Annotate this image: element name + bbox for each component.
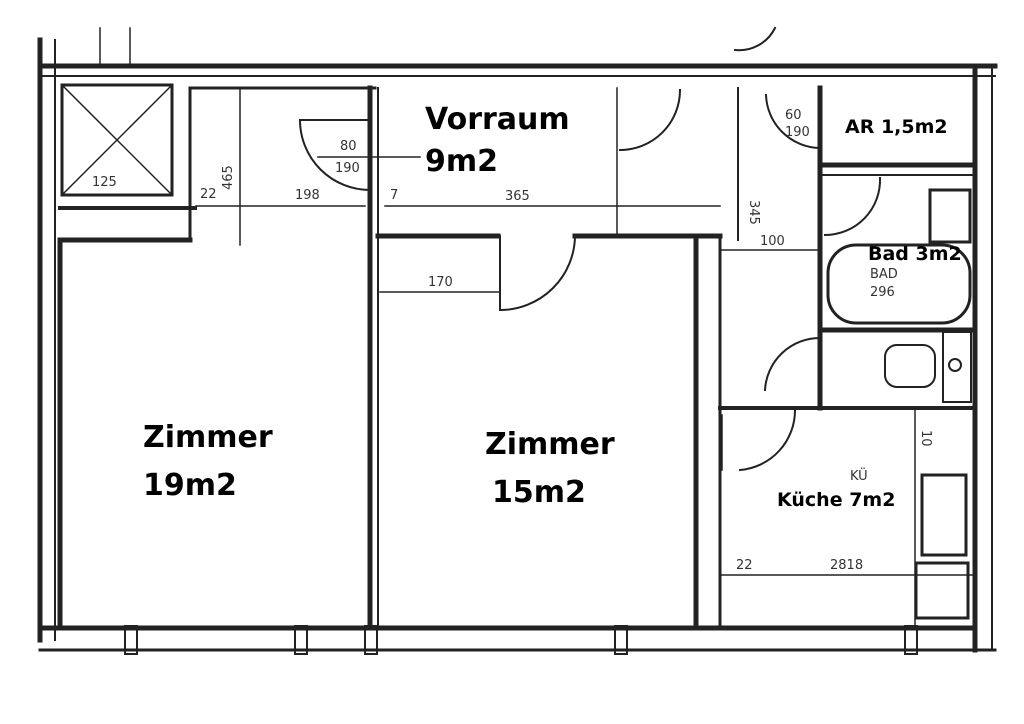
dim-bad: BAD xyxy=(870,267,898,282)
dim-170: 170 xyxy=(428,275,453,290)
door-swings xyxy=(298,26,882,472)
room-name-zimmer-2: Zimmer xyxy=(485,427,615,462)
dim-10: 10 xyxy=(918,430,933,447)
dim-365: 365 xyxy=(505,189,530,204)
dimension-lines xyxy=(195,87,976,629)
dim-190b: 190 xyxy=(785,125,810,140)
dim-296: 296 xyxy=(870,285,895,300)
bathtub xyxy=(826,188,972,325)
room-label-zimmer-2: Zimmer 15m2 xyxy=(485,426,615,512)
dim-2818: 2818 xyxy=(830,558,863,573)
shaft xyxy=(58,27,197,210)
dim-465: 465 xyxy=(221,165,236,190)
kitchen-counter xyxy=(914,473,970,620)
dim-22a: 22 xyxy=(200,187,217,202)
room-name-zimmer-1: Zimmer xyxy=(143,420,273,455)
dim-198: 198 xyxy=(295,188,320,203)
room-label-bad: Bad 3m2 xyxy=(868,243,962,265)
dim-22b: 22 xyxy=(736,558,753,573)
interior-walls xyxy=(57,85,978,631)
room-label-kueche: Küche 7m2 xyxy=(777,489,896,511)
dim-100: 100 xyxy=(760,234,785,249)
room-area-vorraum: 9m2 xyxy=(425,144,499,179)
dim-7: 7 xyxy=(390,188,398,203)
room-label-zimmer-1: Zimmer 19m2 xyxy=(143,419,273,505)
windows xyxy=(124,625,918,655)
dim-80: 80 xyxy=(340,139,357,154)
room-label-vorraum: Vorraum 9m2 xyxy=(425,101,570,181)
dim-60: 60 xyxy=(785,108,802,123)
dim-ku: KÜ xyxy=(850,467,868,484)
dim-125: 125 xyxy=(92,175,117,190)
room-area-zimmer-2: 15m2 xyxy=(492,475,586,510)
bath-fixtures xyxy=(884,331,972,403)
room-label-ar: AR 1,5m2 xyxy=(845,116,948,138)
room-area-zimmer-1: 19m2 xyxy=(143,468,237,503)
dim-345: 345 xyxy=(746,200,761,225)
dim-190a: 190 xyxy=(335,161,360,176)
room-name-vorraum: Vorraum xyxy=(425,102,570,137)
